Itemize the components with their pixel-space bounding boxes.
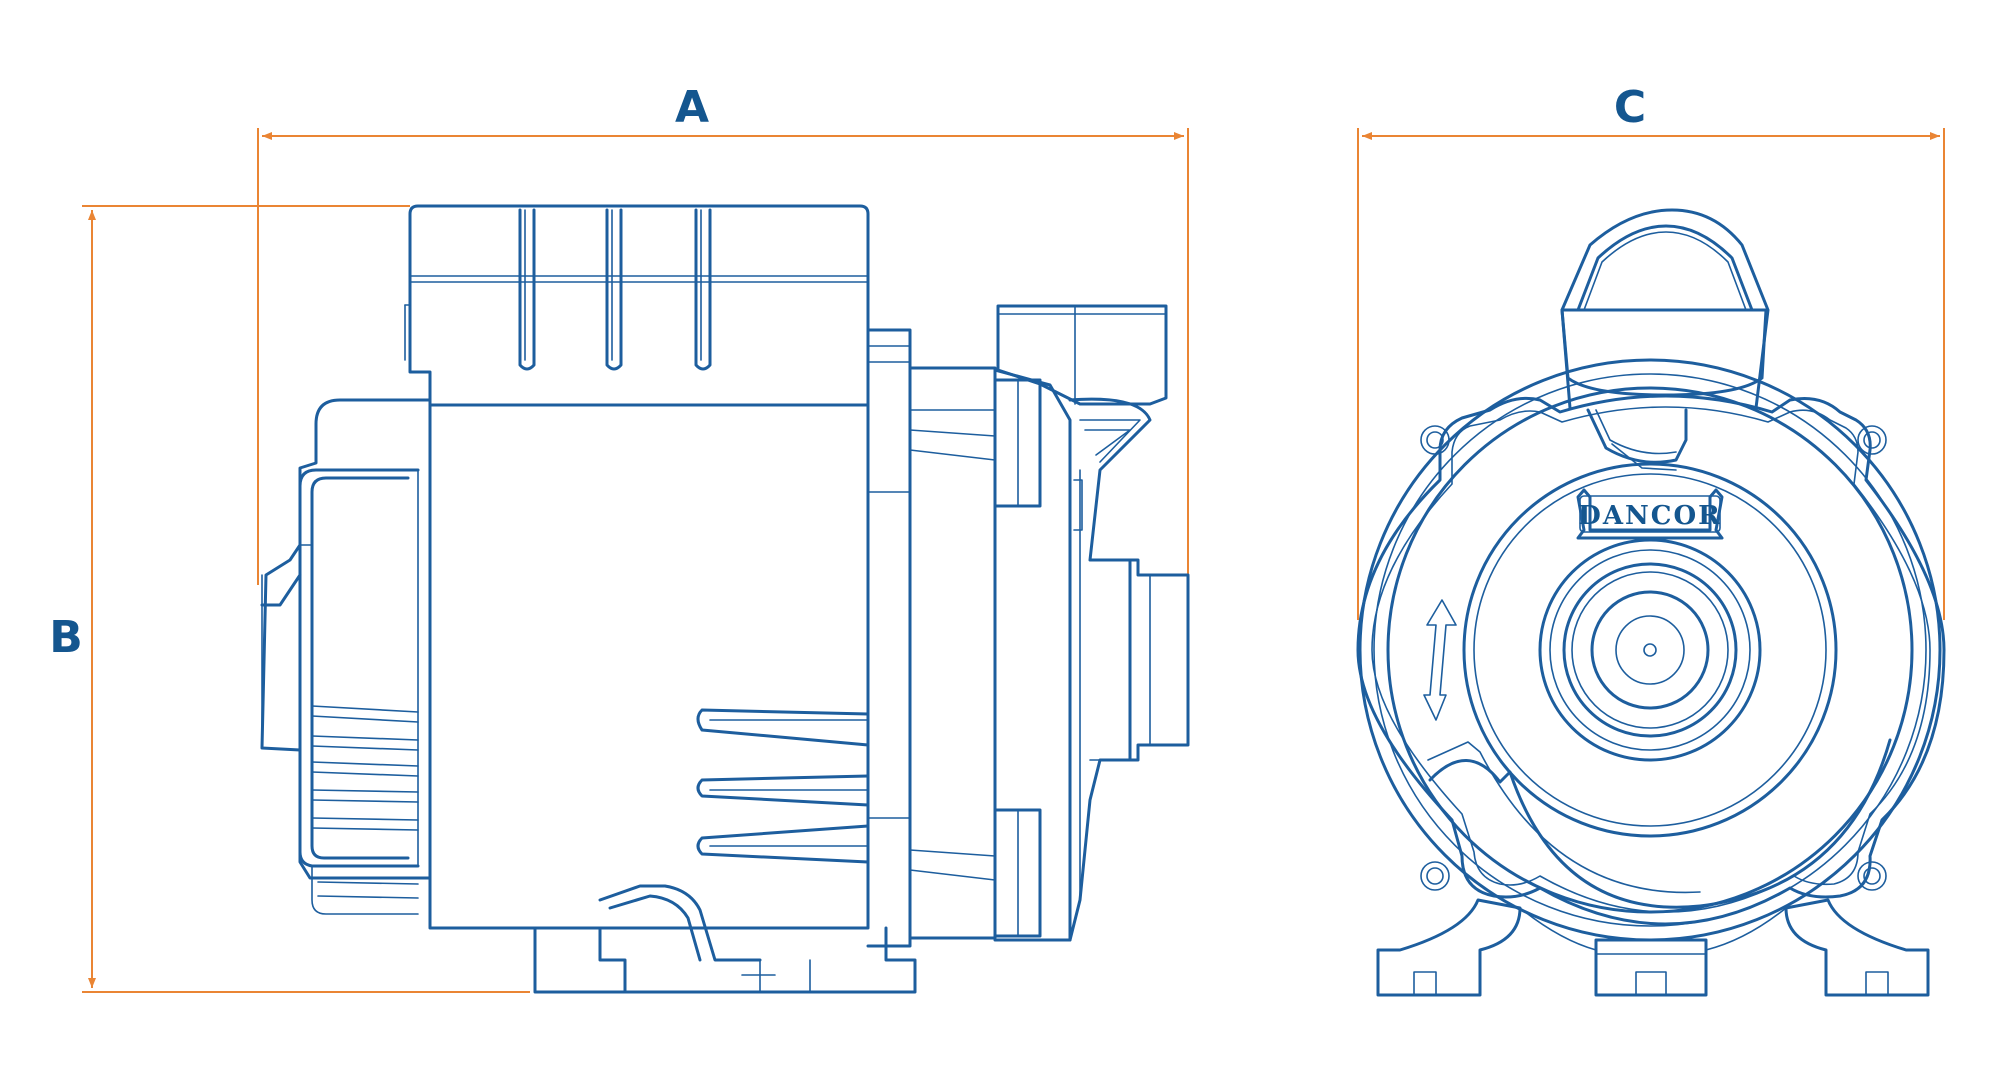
bolt-bottom-left [1420,861,1450,891]
pump-housing [993,304,1190,942]
dimension-lines: A B C [49,82,1945,993]
pump-front-view: DANCOR [1356,208,1946,997]
dimension-c-label: C [1614,82,1646,133]
pump-side-view [260,204,1190,994]
bolt-top-left [1420,425,1450,455]
brand-logo: DANCOR [1576,488,1724,540]
base-foot [533,884,917,994]
front-base [1376,898,1930,997]
top-handle [1560,208,1770,471]
dimension-b-label: B [49,612,83,663]
mounting-bolts [1420,425,1887,891]
dimension-c: C [1357,82,1945,620]
dimension-b: B [49,205,530,993]
bolt-bottom-right [1857,861,1887,891]
bolt-top-right [1857,425,1887,455]
brand-name: DANCOR [1578,501,1721,531]
rotation-arrow-icon [1423,599,1457,721]
front-housing [1356,358,1946,942]
motor-flange [866,328,1042,948]
terminal-box [408,204,870,407]
fan-cover [260,398,432,915]
dimension-a: A [257,82,1189,585]
motor-body [404,304,870,930]
suction-port-front [1462,462,1838,838]
dimension-a-label: A [675,82,709,133]
